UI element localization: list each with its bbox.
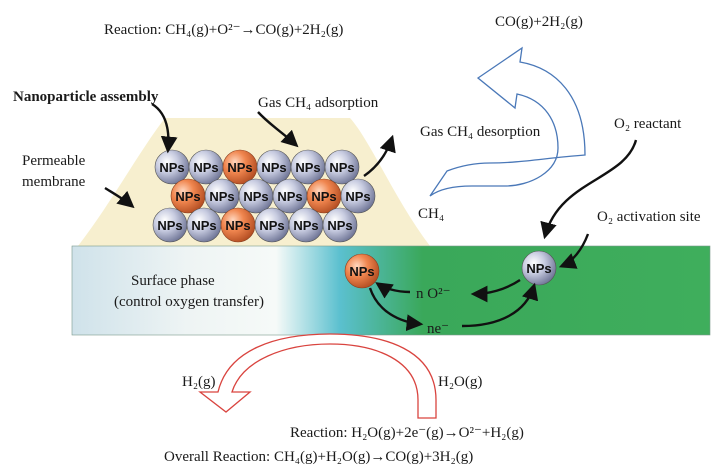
np-particle-label: NPs (293, 218, 318, 233)
permeable-label-line2: membrane (22, 174, 86, 190)
np-particle: NPs (170, 178, 206, 214)
np-particle: NPs (324, 149, 360, 185)
np-activation-site: NPs (521, 250, 557, 286)
arrow-np-to-e (368, 287, 424, 332)
blue-cycle-arrow (429, 46, 586, 197)
surface-phase-label-line1: Surface phase (131, 273, 215, 289)
n-o2-label: n O²⁻ (416, 286, 451, 302)
np-particle-label: NPs (261, 160, 286, 175)
np-particle-label: NPs (327, 218, 352, 233)
np-particle: NPs (254, 207, 290, 243)
o2-reactant-label: O₂ reactant (614, 116, 682, 132)
np-particle: NPs (238, 178, 274, 214)
np-particle-gray (324, 149, 360, 185)
arrow-nanoparticle-assembly (151, 102, 178, 154)
np-particle-label: NPs (193, 160, 218, 175)
np-particle: NPs (186, 207, 222, 243)
o2-activation-label: O₂ activation site (597, 209, 701, 225)
h2o-label: H₂O(g) (438, 374, 482, 390)
np-particle-label: NPs (175, 189, 200, 204)
np-particle: NPs (322, 207, 358, 243)
np-particle: NPs (204, 178, 240, 214)
np-particle-label: NPs (277, 189, 302, 204)
arrow-permeable-membrane (104, 186, 135, 209)
np-particle: NPs (288, 207, 324, 243)
arrow-n-o2 (470, 279, 521, 303)
np-particle-gray (322, 207, 358, 243)
np-particle-label: NPs (191, 218, 216, 233)
surface-phase-label-line2: (control oxygen transfer) (114, 294, 264, 310)
np-particle: NPs (220, 207, 256, 243)
np-reaction-site: NPs (344, 253, 380, 289)
np-particle-gray (340, 178, 376, 214)
arrow-o2-activation (558, 233, 590, 269)
np-particle-label: NPs (311, 189, 336, 204)
arrow-gas-adsorption (257, 111, 299, 148)
np-particle: NPs (188, 149, 224, 185)
np-particle-label: NPs (157, 218, 182, 233)
ne-label: ne⁻ (427, 321, 449, 337)
products-top-label: CO(g)+2H₂(g) (495, 14, 583, 30)
np-particle-label: NPs (243, 189, 268, 204)
np-particle: NPs (222, 149, 258, 185)
top-reaction-equation: Reaction: CH₄(g)+O²⁻→CO(g)+2H₂(g) (104, 22, 343, 38)
np-particle: NPs (256, 149, 292, 185)
gas-desorption-label: Gas CH₄ desorption (420, 124, 541, 140)
np-particle: NPs (154, 149, 190, 185)
arrow-gas-desorption (363, 134, 396, 177)
np-particle-label: NPs (259, 218, 284, 233)
np-reaction-site-label: NPs (349, 264, 374, 279)
gas-adsorption-label: Gas CH₄ adsorption (258, 95, 379, 111)
arrow-o2-reactant (540, 139, 638, 240)
arrow-e-to-np (461, 282, 539, 328)
np-particle-label: NPs (225, 218, 250, 233)
np-particle-label: NPs (227, 160, 252, 175)
bottom-reaction-equation: Reaction: H₂O(g)+2e⁻(g)→O²⁻+H₂(g) (290, 425, 524, 441)
np-particle: NPs (340, 178, 376, 214)
np-particle-label: NPs (345, 189, 370, 204)
np-particle: NPs (306, 178, 342, 214)
np-particle-label: NPs (329, 160, 354, 175)
nanoparticle-assembly-label: Nanoparticle assembly (13, 89, 159, 105)
ch4-label: CH₄ (418, 206, 444, 222)
np-activation-site-label: NPs (526, 261, 551, 276)
overall-reaction-equation: Overall Reaction: CH₄(g)+H₂O(g)→CO(g)+3H… (164, 449, 473, 465)
np-particle-label: NPs (209, 189, 234, 204)
np-particle-label: NPs (159, 160, 184, 175)
red-cycle-arrow (198, 333, 437, 419)
np-particle: NPs (272, 178, 308, 214)
np-particle-label: NPs (295, 160, 320, 175)
np-particle: NPs (152, 207, 188, 243)
arrow-o2-to-np (375, 282, 411, 299)
permeable-label-line1: Permeable (22, 153, 86, 169)
np-particle: NPs (290, 149, 326, 185)
h2-label: H₂(g) (182, 374, 216, 390)
